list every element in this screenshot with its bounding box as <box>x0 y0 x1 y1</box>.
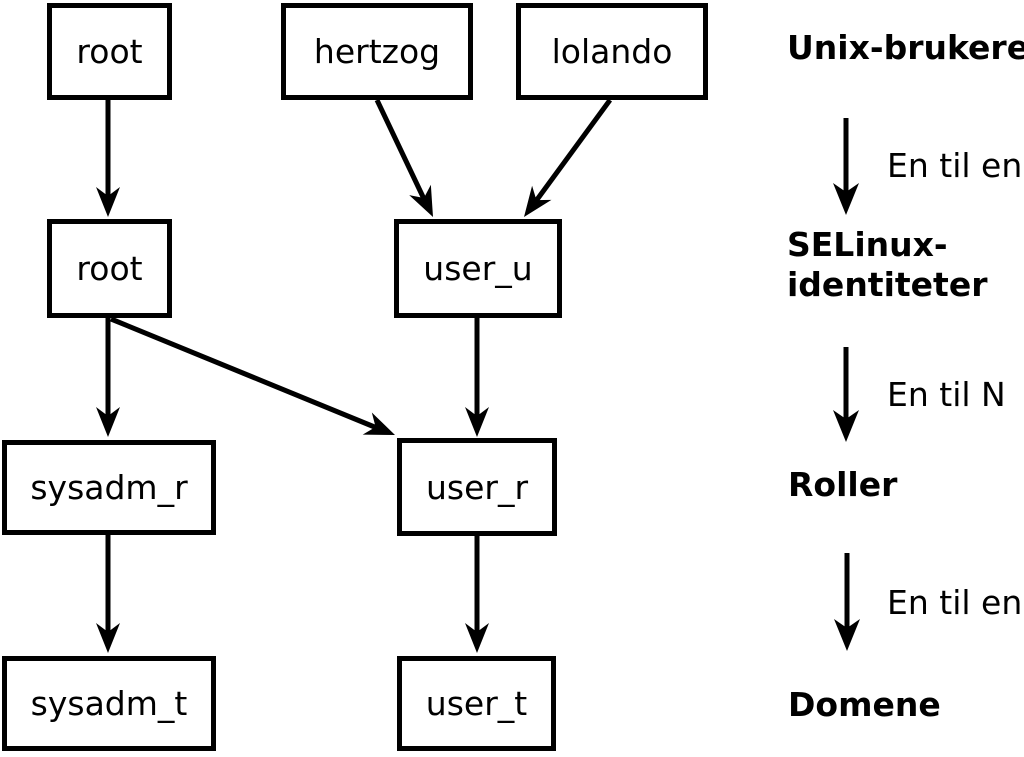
legend-arrow3-label: En til en <box>887 583 1023 622</box>
node-role-sysadm_r: sysadm_r <box>2 440 216 535</box>
legend-level-unix-users: Unix-brukere <box>787 28 1024 67</box>
legend-level-domains: Domene <box>788 685 941 724</box>
arrowhead-icon <box>834 619 860 651</box>
legend-selinux-line1: SELinux- <box>787 225 948 264</box>
arrowhead-icon <box>833 410 859 442</box>
node-unix-lolando: lolando <box>516 3 708 100</box>
node-selinux-root: root <box>47 219 172 318</box>
arrowhead-icon <box>96 407 120 437</box>
arrowhead-icon <box>409 184 433 217</box>
arrowhead-icon <box>833 183 859 215</box>
legend-arrow2-label: En til N <box>887 375 1006 414</box>
node-unix-root: root <box>47 3 172 100</box>
arrowhead-icon <box>362 412 395 435</box>
edge-hertzog-to-user_u <box>374 98 427 201</box>
node-domain-user_t: user_t <box>397 656 556 751</box>
arrowhead-icon <box>96 187 120 217</box>
arrowhead-icon <box>465 407 489 437</box>
legend-arrow1-label: En til en <box>887 146 1023 185</box>
legend-level-selinux-identities: SELinux- identiteter <box>787 225 1007 305</box>
edge-lolando-to-user_u <box>533 98 613 203</box>
node-role-user_r: user_r <box>397 438 557 536</box>
edge-root-to-user_r <box>110 316 378 431</box>
arrowhead-icon <box>465 623 489 653</box>
arrowhead-icon <box>96 623 120 653</box>
legend-level-roles: Roller <box>788 465 898 504</box>
node-selinux-user_u: user_u <box>394 219 562 318</box>
node-domain-sysadm_t: sysadm_t <box>2 656 216 751</box>
node-unix-hertzog: hertzog <box>281 3 473 100</box>
legend-selinux-line2: identiteter <box>787 265 988 304</box>
arrowhead-icon <box>524 185 552 217</box>
